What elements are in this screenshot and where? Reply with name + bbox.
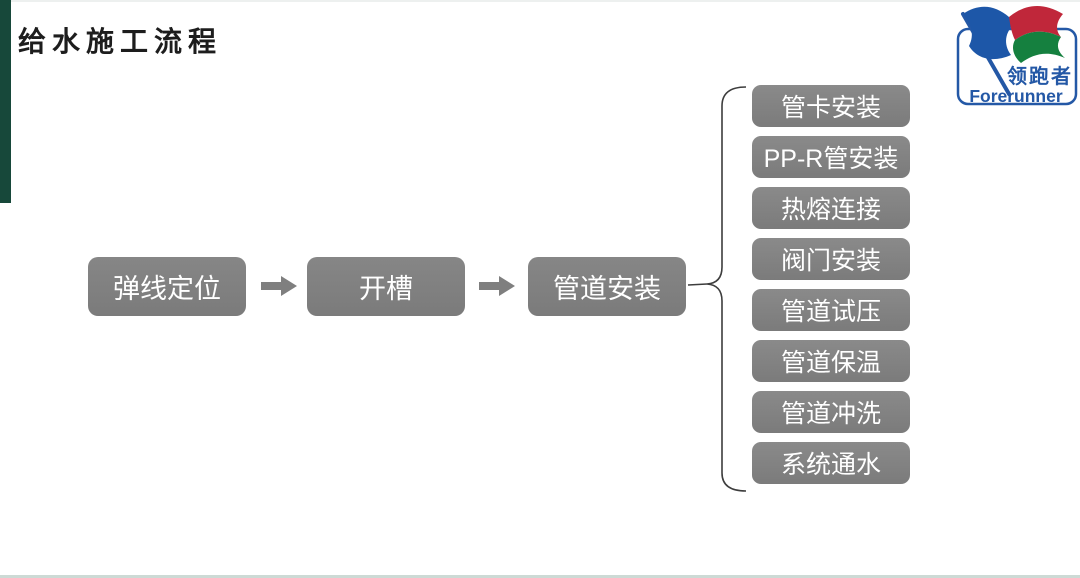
arrow-right-icon [261,276,297,296]
bottom-edge-line [0,575,1080,578]
sub-step-box: 管道冲洗 [752,391,910,433]
flow-step-box: 管道安装 [528,257,686,316]
sub-step-box: 系统通水 [752,442,910,484]
sub-step-box: PP-R管安装 [752,136,910,178]
logo-text-en: Forerunner [969,86,1063,106]
sub-step-box: 阀门安装 [752,238,910,280]
arrow-right-icon [479,276,515,296]
sub-step-box: 管卡安装 [752,85,910,127]
flag-blue-part [963,6,1015,60]
flag-red-part [1009,6,1063,41]
flag-icon: 领跑者 Forerunner [956,6,1078,106]
sub-step-box: 管道试压 [752,289,910,331]
page-title: 给水施工流程 [18,26,223,57]
sub-step-box: 管道保温 [752,340,910,382]
flow-step-box: 开槽 [307,257,465,316]
sub-steps-column: 管卡安装 PP-R管安装 热熔连接 阀门安装 管道试压 管道保温 管道冲洗 系统… [752,85,910,484]
flow-step-box: 弹线定位 [88,257,246,316]
sub-step-box: 热熔连接 [752,187,910,229]
top-edge-line [0,0,1080,2]
left-accent-bar [0,0,11,203]
flag-green-part [1013,31,1065,63]
logo-text-cn: 领跑者 [1007,64,1073,88]
forerunner-logo: 领跑者 Forerunner [943,2,1080,108]
brace-connector [687,86,747,492]
